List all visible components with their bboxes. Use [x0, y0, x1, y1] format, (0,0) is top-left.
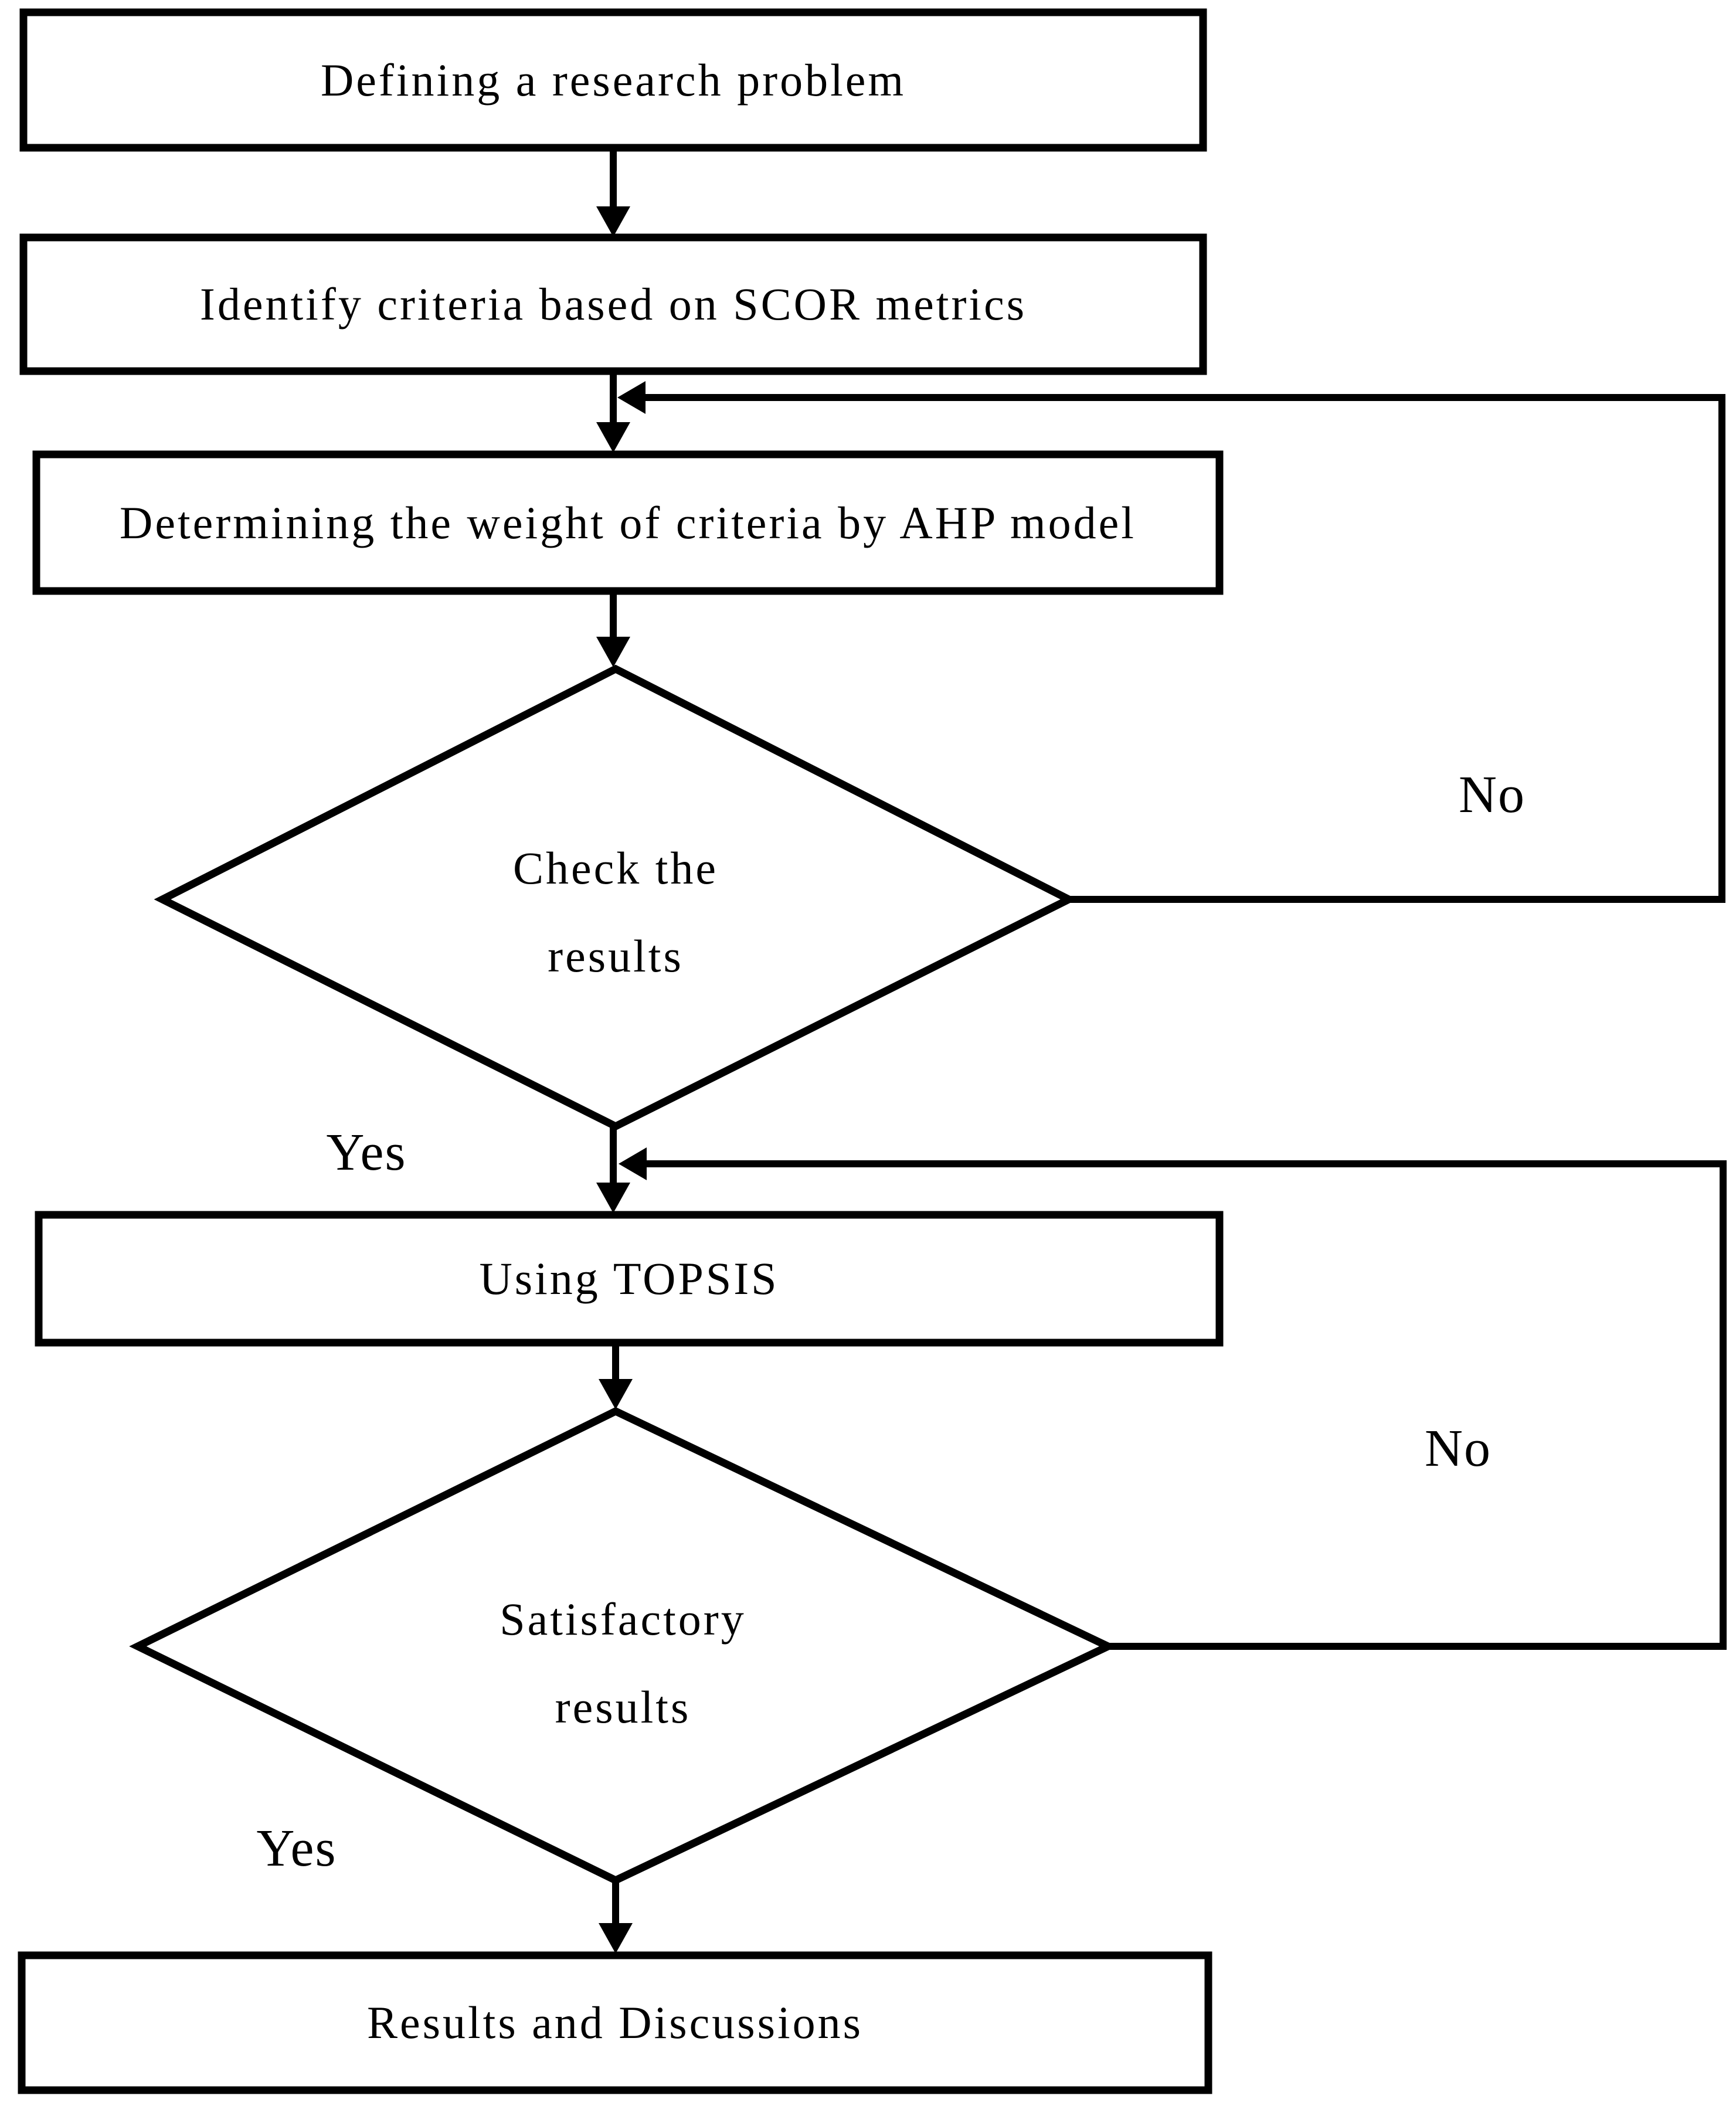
process-label-results: Results and Discussions [366, 1997, 864, 2049]
process-label-topsis: Using TOPSIS [479, 1253, 779, 1305]
process-box-weight [32, 450, 1224, 595]
process-label-identify: Identify criteria based on SCOR metrics [199, 278, 1027, 330]
decision-label-check: Check the results [162, 669, 1069, 1141]
decision-label-satisfactory: Satisfactory results [138, 1411, 1108, 1898]
decision-diamond-satisfactory [129, 1407, 1117, 1885]
arrowhead-feedback1-into-main-line [617, 381, 646, 414]
process-label-weight: Determining the weight of criteria by AH… [120, 497, 1136, 548]
decision-label-satisfactory-line1: Satisfactory [500, 1594, 746, 1645]
decision-diamond-check [154, 664, 1078, 1131]
decision-label-satisfactory-line2: results [555, 1682, 691, 1733]
arrowhead-into-check [596, 637, 630, 667]
arrowhead-into-satisfactory [599, 1379, 633, 1409]
process-box-results [18, 1951, 1212, 2094]
process-label-define: Defining a research problem [320, 54, 906, 106]
decision-label-check-line2: results [548, 930, 684, 981]
decision-label-check-line1: Check the [512, 843, 719, 894]
label-no-satisfactory: No [1425, 1419, 1492, 1477]
label-yes-check: Yes [326, 1123, 407, 1181]
arrowhead-into-topsis [596, 1183, 630, 1213]
arrowhead-into-results [599, 1923, 633, 1954]
arrowhead-into-identify [596, 206, 630, 237]
label-no-check: No [1459, 765, 1526, 824]
label-yes-satisfactory: Yes [256, 1819, 337, 1877]
process-box-identify [19, 233, 1207, 375]
arrowhead-feedback2-into-main-line [619, 1147, 647, 1180]
arrowhead-into-weight [596, 422, 630, 453]
process-box-topsis [35, 1211, 1224, 1347]
process-box-define [19, 8, 1207, 152]
